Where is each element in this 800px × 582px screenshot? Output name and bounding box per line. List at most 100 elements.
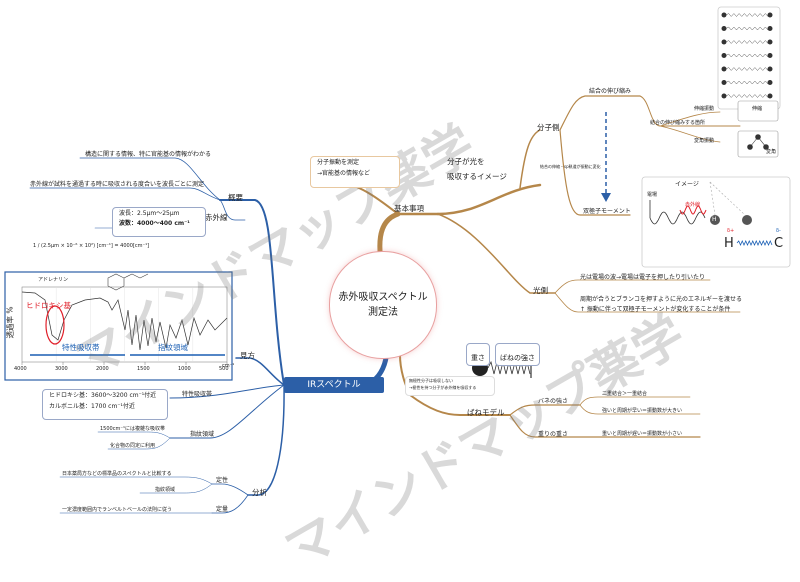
- spring-row-atom: [767, 93, 773, 99]
- branch-ov-ir: [219, 199, 246, 221]
- basics-note-callout: 分子振動を測定 →官能基の情報など: [310, 156, 400, 188]
- char-band-callout: ヒドロキシ基：3600～3200 cm⁻¹付近 カルボニル基：1700 cm⁻¹…: [42, 389, 168, 420]
- reading-label[interactable]: 見方: [240, 351, 255, 360]
- spring-row-coil: [725, 67, 769, 71]
- quant-item-1: 一定濃度範囲内でランベルトベールの法則に従う: [62, 507, 173, 513]
- spring-row-atom: [767, 39, 773, 45]
- bond-stretch-where: 結合の伸び縮みする箇所: [650, 120, 706, 126]
- overview-label[interactable]: 概要: [228, 193, 243, 202]
- branch-reading: [235, 357, 285, 386]
- light-side-label[interactable]: 光側: [533, 286, 548, 295]
- adrenaline-structure: [107, 273, 149, 291]
- quant-label[interactable]: 定量: [216, 506, 229, 513]
- overview-ir-label[interactable]: 赤外線: [205, 213, 228, 222]
- spring-row-atom: [721, 93, 727, 99]
- fp-branch[interactable]: 指紋領域: [190, 431, 215, 438]
- center-title-1: 赤外吸収スペクトル: [338, 292, 428, 303]
- wavenumber-text: 波数：4000～400 cm⁻¹: [119, 220, 190, 227]
- wavelength-text: 波長：2.5μm～25μm: [119, 210, 180, 217]
- arrow-note: 結合の伸縮・sp軌道が振動に変化: [540, 165, 601, 170]
- branch-charband: [169, 384, 285, 399]
- ir-wave-label: 赤外線: [685, 202, 701, 208]
- branch-dipole: [559, 129, 631, 216]
- pendulum-string: [709, 181, 746, 216]
- basics-label[interactable]: 基本事項: [394, 204, 424, 213]
- branch-analysis: [247, 384, 285, 496]
- small-note-1: 無極性分子は吸収しない: [409, 378, 453, 383]
- dashed-arrow-head: [601, 193, 611, 202]
- branch-fp: [169, 384, 285, 439]
- branch-ov-2: [29, 187, 221, 201]
- overview-item-1: 構造に関する情報、特に官能基の情報がわかる: [85, 151, 212, 158]
- light-item-1: 光は電場の波→電場は電子を押したり引いたり: [580, 274, 706, 281]
- h-atom-small: H: [712, 216, 717, 223]
- branch-spring: [409, 394, 511, 416]
- spectrum-x-ticks: [21, 362, 228, 365]
- wavenumber-formula: 1 / (2.5μm × 10⁻⁶ × 10²) [cm⁻¹] = 4000[c…: [33, 243, 150, 249]
- center-node[interactable]: 赤外吸収スペクトル 測定法: [329, 251, 437, 359]
- h-atom-label: H: [724, 236, 734, 251]
- heavy-slow-text: 重いと周期が遅い＝振動数が小さい: [602, 431, 683, 437]
- bend-box-label: 変角: [766, 149, 777, 155]
- bend-vib-label: 変角振動: [694, 138, 715, 144]
- spring-row-coil: [725, 26, 769, 31]
- analysis-label[interactable]: 分析: [252, 488, 267, 497]
- dipole-label: 双極子モーメント: [583, 208, 631, 215]
- spring-row-atom: [767, 53, 773, 58]
- e-field-label: 電場: [647, 192, 658, 198]
- char-band-value-1: ヒドロキシ基：3600～3200 cm⁻¹付近: [49, 392, 157, 399]
- spring-row-atom: [721, 80, 727, 85]
- qual-label[interactable]: 定性: [216, 477, 229, 484]
- spectrum-tick-label: 500: [219, 366, 229, 372]
- ir-range-callout: 波長：2.5μm～25μm 波数：4000～400 cm⁻¹: [112, 207, 206, 237]
- small-note-2: →極性を持つ分子が赤外線を吸収する: [409, 385, 477, 390]
- branch-qual-2: [139, 483, 213, 494]
- basics-note-2: →官能基の情報など: [317, 170, 371, 177]
- weight-callout: 重さ: [466, 343, 490, 366]
- weight-branch[interactable]: 重りの重さ: [538, 431, 569, 438]
- molecule-branch-2[interactable]: 吸収するイメージ: [447, 172, 507, 181]
- small-note-callout: 無極性分子は吸収しない →極性を持つ分子が赤外線を吸収する: [405, 376, 495, 396]
- branch-qual: [211, 483, 249, 496]
- branch-qual-1: [59, 476, 213, 485]
- mind-map-canvas: [4, 6, 791, 514]
- image-title: イメージ: [675, 181, 699, 188]
- molecule-side-label[interactable]: 分子側: [537, 123, 560, 132]
- spring-row-atom: [721, 26, 727, 31]
- branch-light-1: [554, 279, 711, 294]
- spring-strength-branch[interactable]: バネの強さ: [538, 398, 569, 405]
- spectrum-tick-label: 1500: [137, 366, 150, 372]
- basics-note-1: 分子振動を測定: [317, 159, 360, 166]
- spectrum-title: アドレナリン: [38, 277, 69, 283]
- spring-rows: [721, 12, 773, 99]
- fingerprint-label: 指紋領域: [158, 343, 188, 352]
- branch-molecule-side: [519, 129, 541, 189]
- branch-spring-strength: [509, 404, 581, 416]
- e-field-wave: [649, 211, 706, 225]
- hc-spring: [736, 240, 773, 246]
- molecule-branch-1[interactable]: 分子が光を: [447, 157, 485, 166]
- spring-row-coil: [725, 53, 769, 58]
- ir-spectrum-node[interactable]: IRスペクトル: [284, 377, 384, 393]
- branch-light-2: [554, 292, 741, 313]
- spring-row-coil: [725, 40, 769, 44]
- light-item-2a: 周期が合うとブランコを押すように光のエネルギーを渡せる: [580, 296, 743, 303]
- char-band-branch[interactable]: 特性吸収帯: [182, 391, 213, 398]
- branch-molecule: [436, 183, 542, 216]
- spring-row-atom: [767, 12, 773, 18]
- branch-fp-2: [107, 437, 171, 450]
- light-item-2b: ↑ 振動に伴って双極子モーメントが変化することが条件: [580, 306, 731, 313]
- spring-row-atom: [721, 66, 727, 72]
- overview-item-2: 赤外線が試料を通過する時に吸収される度合いを波長ごとに測定: [30, 181, 205, 188]
- spring-row-atom: [767, 66, 773, 72]
- stretch-box: [737, 100, 779, 122]
- spectrum-tick-label: 4000: [14, 366, 27, 372]
- spring-model-label[interactable]: ばねモデル: [467, 408, 505, 417]
- hydroxy-ellipse: [45, 305, 65, 345]
- stretch-box-label: 伸縮: [752, 106, 763, 112]
- spectrum-tick-label: 3000: [55, 366, 68, 372]
- spring-row-coil: [725, 94, 769, 98]
- bond-stretch-label: 結合の伸び縮み: [589, 88, 632, 95]
- weight-text: 重さ: [471, 354, 485, 362]
- spectrum-tick-label: 2000: [96, 366, 109, 372]
